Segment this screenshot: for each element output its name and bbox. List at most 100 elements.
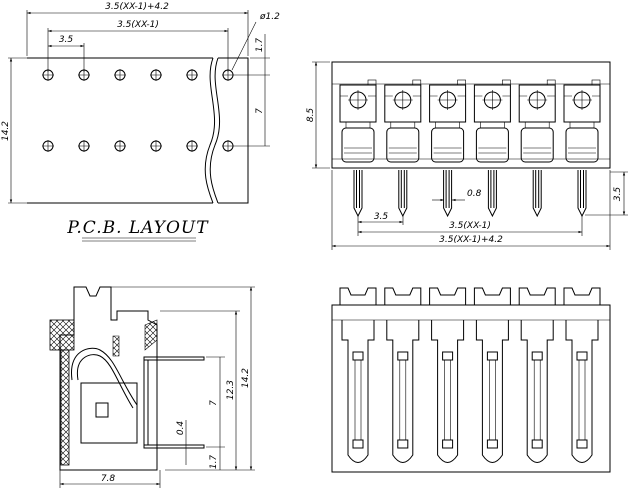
neck	[435, 121, 460, 129]
top-latch	[563, 287, 601, 305]
clamp-cavity	[341, 320, 375, 463]
contact-top	[531, 351, 543, 361]
dim-pin-spacing-label: 7	[209, 400, 219, 406]
hatched-section	[49, 319, 75, 351]
clamp-cavity	[431, 320, 465, 463]
hole-crosshair	[186, 140, 198, 152]
tab	[367, 79, 377, 86]
neck	[480, 121, 505, 129]
screw-crosshair	[340, 90, 376, 110]
contact-bottom	[576, 439, 588, 449]
wire-entry	[520, 127, 554, 163]
neck	[569, 121, 595, 129]
contact-strip	[533, 360, 541, 440]
dim-pin-width-label: 0.8	[467, 189, 482, 199]
hole-crosshair	[150, 69, 162, 81]
hole-crosshair	[186, 69, 198, 81]
pcb-outline	[27, 57, 249, 204]
leader-line	[231, 21, 257, 71]
pin	[353, 170, 363, 218]
terminal-module	[429, 79, 467, 218]
wire-entry	[475, 127, 509, 163]
wire-entry	[565, 127, 599, 163]
dim-top-offset-label: 1.7	[255, 38, 265, 53]
top-latch	[339, 287, 377, 305]
contact-top	[397, 351, 409, 361]
wire-entry-line	[478, 147, 507, 154]
top-latch	[473, 287, 511, 305]
wire-entry-line	[433, 147, 462, 154]
dim-pin-length-label: 3.5	[613, 187, 623, 202]
terminal-module	[563, 79, 601, 218]
hole-crosshair	[42, 140, 54, 152]
screw-crosshair	[474, 90, 511, 110]
screw-crosshair	[564, 90, 600, 110]
bottom-module	[384, 287, 422, 463]
pcb-layout-view: 3.5(XX-1)+4.2 3.5(XX-1) 3.5 ø1.2 14.2 1.…	[1, 2, 280, 242]
pins	[143, 356, 205, 449]
neck	[524, 121, 550, 129]
wire-entry-line	[523, 147, 552, 154]
bottom-module	[429, 287, 467, 463]
contact-top	[352, 351, 364, 361]
contact-strip	[399, 360, 407, 440]
terminal-module	[339, 79, 377, 218]
contact-top	[442, 351, 454, 361]
clamp-cavity	[520, 320, 554, 463]
clamp-cavity	[475, 320, 509, 463]
terminal-module	[473, 79, 511, 218]
contact-strip	[489, 360, 496, 440]
screw-crosshair	[429, 90, 466, 110]
tab	[412, 79, 422, 86]
bottom-housing-outline	[331, 304, 611, 473]
pin	[532, 170, 542, 218]
terminal-module	[518, 79, 556, 218]
dim-pitch-span-label: 3.5(XX-1)	[117, 20, 159, 30]
clamp-window	[95, 402, 109, 418]
dim-height-label: 14.2	[1, 121, 11, 141]
bottom-module	[518, 287, 556, 463]
dim-total-height-label: 14.2	[241, 368, 251, 388]
bottom-module	[339, 287, 377, 463]
hole-crosshair	[114, 69, 126, 81]
dim-row-spacing-label: 7	[255, 108, 265, 114]
dim-pitch-label: 3.5	[59, 35, 74, 45]
dim-hole-dia-label: ø1.2	[259, 12, 280, 22]
break-line	[204, 57, 215, 204]
top-latch	[518, 287, 556, 305]
dim-pitch-span-label: 3.5(XX-1)	[449, 221, 491, 231]
bottom-view	[331, 287, 611, 473]
dim-pin-thickness-label: 0.4	[176, 421, 186, 436]
tab	[546, 79, 556, 86]
clamp-body	[80, 382, 138, 444]
spring-contact	[71, 347, 138, 406]
contact-strip	[578, 360, 586, 440]
hatched-section	[60, 349, 70, 466]
contact-bottom	[352, 439, 364, 449]
neck	[345, 121, 371, 129]
contact-strip	[444, 360, 451, 440]
dim-pitch-label: 3.5	[374, 212, 389, 222]
pin	[443, 170, 453, 218]
wire-entry-line	[388, 147, 417, 154]
front-view: 8.5 3.5 0.8 3.5 3.5(XX-1) 3.5(XX-1)+4.2	[306, 61, 628, 250]
break-line	[209, 57, 220, 204]
tab	[457, 79, 466, 86]
top-latch	[429, 287, 467, 305]
dim-height-label: 8.5	[306, 108, 316, 123]
clamp-cavity	[386, 320, 420, 463]
pin	[577, 170, 587, 218]
dim-total-width-label: 3.5(XX-1)+4.2	[439, 235, 503, 245]
contact-strip	[354, 360, 362, 440]
contact-top	[486, 351, 498, 361]
contact-bottom	[397, 439, 409, 449]
screw-crosshair	[384, 90, 421, 110]
contact-top	[576, 351, 588, 361]
contact-bottom	[531, 439, 543, 449]
side-view: 7 1.7 0.4 12.3 14.2 7.8	[49, 286, 255, 488]
hole-grid	[42, 69, 234, 152]
pin	[398, 170, 408, 218]
neck	[390, 121, 416, 129]
hole-crosshair	[114, 140, 126, 152]
dim-depth-label: 7.8	[101, 474, 116, 484]
